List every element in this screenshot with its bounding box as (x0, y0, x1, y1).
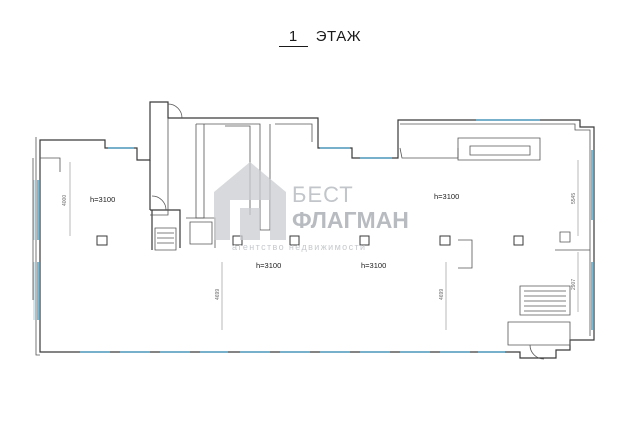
floor-title: 1 ЭТАЖ (0, 28, 640, 47)
columns (96, 235, 590, 269)
windows (33, 119, 593, 353)
watermark-line3: агентство недвижимости (232, 242, 366, 252)
dimension-lines (69, 160, 579, 330)
dimension-label: 4000 (62, 195, 68, 206)
height-label: h=3100 (361, 261, 386, 270)
height-label: h=3100 (434, 192, 459, 201)
house-logo-icon (214, 162, 286, 240)
watermark: БЕСТ ФЛАГМАН агентство недвижимости (214, 162, 409, 252)
dimension-label: 5545 (571, 193, 577, 204)
dimension-label: 4699 (215, 289, 221, 300)
floor-number: 1 (278, 28, 308, 47)
dimension-label: 4699 (439, 289, 445, 300)
height-label: h=3100 (90, 195, 115, 204)
floor-label: ЭТАЖ (315, 28, 362, 45)
watermark-line2: ФЛАГМАН (292, 207, 409, 233)
height-label: h=3100 (256, 261, 281, 270)
watermark-line1: БЕСТ (292, 182, 354, 207)
dimension-label: 2907 (571, 279, 577, 290)
outer-walls (32, 101, 595, 359)
